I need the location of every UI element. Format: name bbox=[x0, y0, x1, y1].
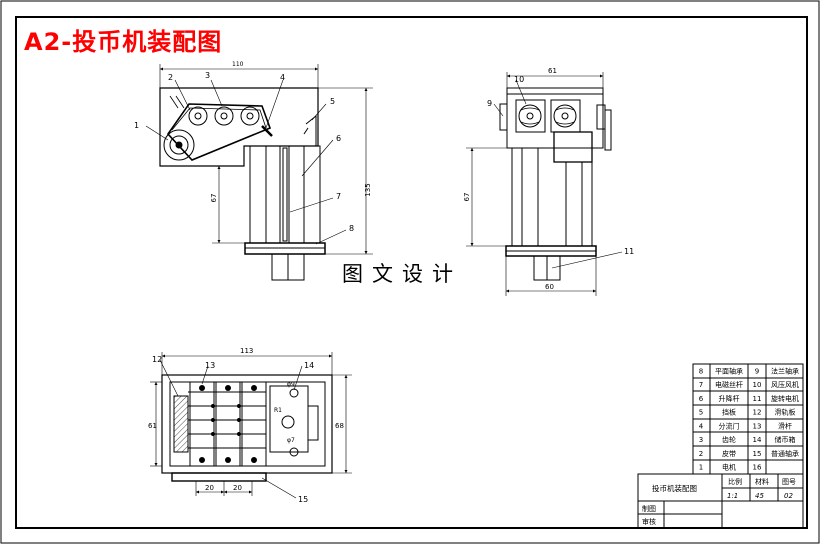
bom-number: 10 bbox=[753, 381, 762, 389]
checked-by-label: 审核 bbox=[642, 517, 656, 526]
dim-top-pitch-2: 20 bbox=[233, 484, 242, 492]
scale-value: 1:1 bbox=[727, 492, 738, 500]
bom-number: 9 bbox=[755, 367, 759, 375]
bom-number: 1 bbox=[699, 464, 703, 472]
dim-top-width: 113 bbox=[240, 347, 253, 355]
bom-number: 14 bbox=[753, 436, 762, 444]
dim-side-width: 61 bbox=[548, 67, 557, 75]
balloon-9: 9 bbox=[487, 99, 492, 108]
bom-number: 16 bbox=[753, 464, 762, 472]
bom-part-name: 电磁丝杆 bbox=[715, 380, 743, 389]
dim-top-right-height: 68 bbox=[335, 422, 344, 430]
bom-number: 12 bbox=[753, 409, 762, 417]
front-view-labels: 110 135 67 1 2 3 4 5 6 7 8 bbox=[134, 61, 372, 233]
bom-number: 2 bbox=[699, 450, 703, 458]
balloon-5: 5 bbox=[330, 97, 335, 106]
bom-number: 8 bbox=[699, 367, 703, 375]
dim-side-base-width: 60 bbox=[545, 283, 554, 291]
balloon-7: 7 bbox=[336, 192, 341, 201]
balloon-10: 10 bbox=[514, 75, 524, 84]
scale-label: 比例 bbox=[728, 477, 742, 486]
material-label: 材料 bbox=[755, 477, 769, 486]
drawing-name: 投币机装配图 bbox=[652, 483, 697, 493]
dim-front-height: 135 bbox=[364, 183, 372, 196]
bom-table bbox=[692, 363, 804, 475]
bom-number: 4 bbox=[699, 422, 704, 430]
top-view-labels: 113 61 68 20 20 R1 φ7 φ9 12 13 14 15 bbox=[148, 347, 344, 504]
balloon-14: 14 bbox=[304, 361, 314, 370]
dim-front-lower-height: 67 bbox=[210, 194, 218, 203]
balloon-3: 3 bbox=[205, 71, 210, 80]
title-block bbox=[637, 473, 804, 529]
drawing-title: A2-投币机装配图 bbox=[24, 28, 223, 56]
bom-part-name: 滑杆 bbox=[778, 421, 792, 430]
balloon-1: 1 bbox=[134, 121, 139, 130]
drawing-no-label: 图号 bbox=[782, 478, 796, 486]
bom-part-name: 平面轴承 bbox=[715, 366, 743, 375]
side-view-labels: 61 67 60 9 10 11 bbox=[463, 67, 634, 291]
bom-number: 5 bbox=[699, 409, 703, 417]
balloon-12: 12 bbox=[152, 355, 162, 364]
bom-part-name: 滑轨板 bbox=[775, 408, 796, 417]
balloon-15: 15 bbox=[298, 495, 308, 504]
dim-phi9: φ9 bbox=[287, 381, 295, 388]
balloon-11: 11 bbox=[624, 247, 634, 256]
bom-part-name: 储币箱 bbox=[775, 435, 796, 444]
bom-number: 15 bbox=[753, 450, 762, 458]
bom-part-name: 挡板 bbox=[722, 408, 736, 417]
bom-part-name: 旋转电机 bbox=[771, 394, 799, 403]
bom-part-name: 皮带 bbox=[722, 449, 736, 458]
bom-number: 6 bbox=[699, 395, 704, 403]
bom-number: 13 bbox=[753, 422, 762, 430]
bom-number: 7 bbox=[699, 381, 703, 389]
balloon-13: 13 bbox=[205, 361, 215, 370]
balloon-6: 6 bbox=[336, 134, 341, 143]
dim-top-left-height: 61 bbox=[148, 422, 157, 430]
bom-part-name: 法兰轴承 bbox=[771, 366, 799, 375]
title-block-text: 投币机装配图 比例 材料 图号 1:1 45 02 制图 审核 bbox=[642, 477, 796, 526]
bom-number: 3 bbox=[699, 436, 703, 444]
balloon-8: 8 bbox=[349, 224, 354, 233]
dim-front-width: 110 bbox=[232, 61, 244, 68]
watermark-text: 图文设计 bbox=[338, 258, 466, 288]
bom-part-name: 普通轴承 bbox=[771, 449, 799, 458]
bom-part-name: 分流门 bbox=[719, 421, 740, 430]
inner-frame bbox=[15, 16, 808, 529]
dim-r1: R1 bbox=[274, 407, 282, 414]
dim-phi7: φ7 bbox=[287, 437, 295, 444]
bom-number: 11 bbox=[753, 395, 762, 403]
side-view bbox=[466, 72, 623, 296]
drawing-no-value: 02 bbox=[784, 492, 793, 500]
material-value: 45 bbox=[755, 492, 764, 500]
dim-side-lower-height: 67 bbox=[463, 193, 471, 202]
balloon-4: 4 bbox=[280, 73, 285, 82]
drawn-by-label: 制图 bbox=[642, 504, 656, 513]
dim-top-pitch-1: 20 bbox=[205, 484, 214, 492]
bom-part-name: 电机 bbox=[722, 463, 736, 472]
bom-part-name: 齿轮 bbox=[722, 435, 736, 444]
front-view bbox=[145, 64, 373, 281]
bom-part-name: 升降杆 bbox=[719, 394, 740, 403]
bom-part-name: 风压风机 bbox=[771, 380, 799, 389]
balloon-2: 2 bbox=[168, 73, 173, 82]
top-view bbox=[150, 352, 352, 499]
